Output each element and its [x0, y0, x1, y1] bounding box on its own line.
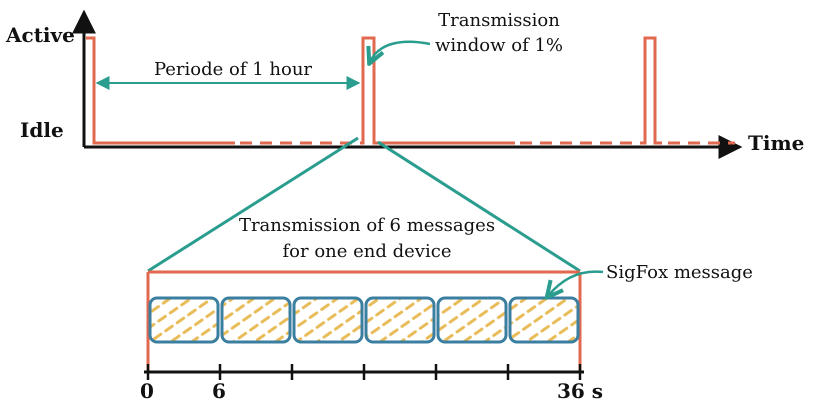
tick-label-end: 36 s [557, 379, 603, 403]
sigfox-message-block [508, 296, 580, 344]
period-label: Periode of 1 hour [154, 59, 312, 80]
zoom-line-right [377, 140, 581, 273]
transmission-box [146, 270, 582, 372]
sigfox-message-label: SigFox message [606, 262, 753, 283]
sigfox-pointer-arrow [548, 270, 604, 296]
sigfox-message-block [148, 296, 220, 344]
tick-label-second: 6 [212, 379, 226, 403]
messages-label-line2: for one end device [283, 241, 452, 262]
sigfox-message-block [292, 296, 364, 344]
active-label: Active [5, 23, 75, 47]
bottom-time-ticks [146, 364, 582, 380]
sigfox-message-block [364, 296, 436, 344]
tick-label-start: 0 [140, 379, 154, 403]
window-pointer-arrow [370, 40, 431, 62]
messages-label-line1: Transmission of 6 messages [239, 215, 495, 236]
time-label: Time [748, 131, 804, 155]
sigfox-message-block [220, 296, 292, 344]
idle-label: Idle [20, 118, 64, 142]
zoom-line-left [147, 136, 359, 273]
signal-trace [86, 36, 735, 145]
message-blocks [148, 296, 580, 344]
window-label-line2: window of 1% [435, 35, 563, 56]
window-label-line1: Transmission [438, 10, 560, 31]
sigfox-message-block [436, 296, 508, 344]
